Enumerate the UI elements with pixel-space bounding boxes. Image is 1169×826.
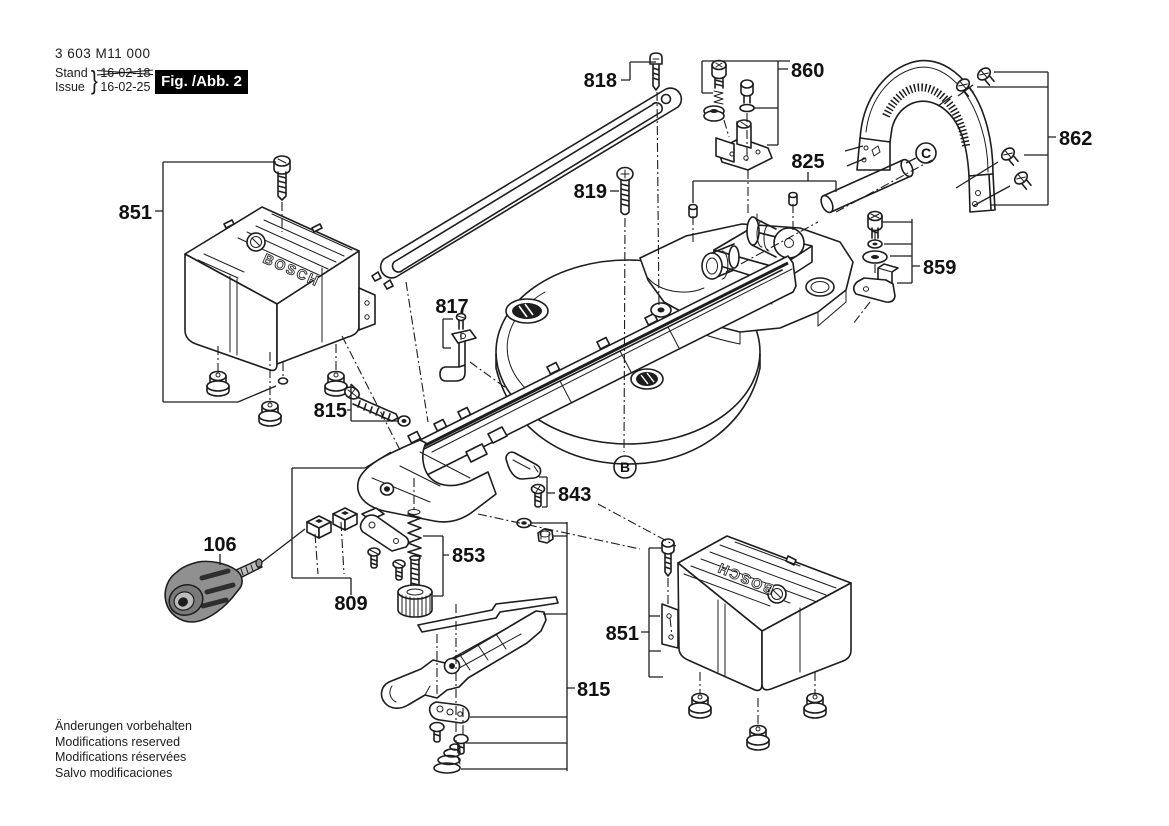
view-label-c: C [915,142,937,164]
guard-screw-3 [1000,147,1019,166]
notice-en: Modifications reserved [55,734,181,749]
callout-815-left: 815 [314,400,347,422]
843-nut [537,528,554,544]
callout-818: 818 [584,70,617,92]
860-spring [713,90,724,105]
rubber-foot [324,370,348,397]
view-label-c-text: C [921,145,931,161]
conical-spring [433,743,461,774]
callout-862: 862 [1059,128,1092,150]
notice-fr: Modifications réservées [55,750,187,764]
callout-labels: 851 818 819 860 862 825 859 817 815 843 … [119,60,1093,701]
strap-bracket [359,507,410,552]
callout-817: 817 [435,296,468,318]
809-screw [367,547,381,569]
issue-label: Issue [55,80,85,94]
notice-de: Änderungen vorbehalten [55,719,192,733]
table-medallion-2 [630,368,664,390]
revision-brace: } [90,65,98,95]
issue-date: 16-02-25 [100,80,151,94]
document-part-number: 3 603 M11 000 [55,46,151,61]
small-washer [277,377,289,385]
leader-lines [155,60,1056,771]
motor-cover-left: BOSCH [184,206,376,372]
859-latch [852,263,899,303]
set-pin-2 [788,191,798,207]
guard-screw-2 [976,67,995,86]
rubber-foot [688,692,712,719]
rubber-foot [258,400,282,427]
callout-853: 853 [452,545,485,567]
cover-left-feet [206,370,348,427]
flat-bar [417,596,559,633]
plate-screw [453,733,469,755]
callout-819: 819 [574,181,607,203]
screw-815-left [344,386,411,427]
callout-815-bottom: 815 [577,679,610,701]
revision-block: Stand Issue } 16-02-18 16-02-25 [55,65,154,95]
rubber-foot [206,370,230,397]
slide-group-815 [380,596,559,774]
callout-106: 106 [203,534,236,556]
pivot-group-860 [703,59,773,171]
stand-label: Stand [55,66,88,80]
guard-screw-4 [1013,171,1032,190]
square-nut [332,507,358,531]
oval-plate [428,701,470,724]
knob-106 [164,558,263,623]
callout-825: 825 [791,151,824,173]
callout-860: 860 [791,60,824,82]
set-pin-1 [688,203,698,219]
reservation-notice: Änderungen vorbehalten Modifications res… [55,719,192,781]
knurled-knob [397,584,433,618]
cover-right-feet [688,692,827,751]
screw-818 [649,52,663,91]
plate-screw [429,721,445,743]
cover-left-screw [273,155,291,201]
stand-date: 16-02-18 [97,66,154,80]
860-pivot-bracket [715,119,773,171]
callout-859: 859 [923,257,956,279]
table-medallion-1 [505,298,549,324]
860-screw-2 [740,79,754,104]
latch-group-859 [852,210,899,303]
860-grommet [703,105,725,122]
860-washer [739,103,755,113]
spring-knob-853 [397,509,433,618]
screw-819 [616,166,634,216]
square-nut [306,515,332,539]
slotted-clamp-arm [371,87,683,290]
callout-851-right: 851 [606,623,639,645]
hook-bracket-817 [439,312,477,382]
859-screw [867,210,883,239]
rubber-foot [746,724,770,751]
843-screw [530,483,546,508]
cover-right-screw [661,538,675,577]
860-screw-1 [711,59,727,89]
blade-guard-862 [844,59,1032,213]
rubber-foot [803,692,827,719]
callout-809: 809 [334,593,367,615]
figure-label-box: Fig. /Abb. 2 [155,70,248,94]
callout-851-left: 851 [119,202,152,224]
clip-843 [505,451,554,544]
slide-arm [380,610,547,709]
notice-es: Salvo modificaciones [55,765,173,780]
809-screw [392,559,406,581]
callout-843: 843 [558,484,591,506]
fence-rail [357,255,797,523]
view-label-b: B [613,455,637,479]
nut-group-809 [306,507,410,581]
motor-cover-right: BOSCH [661,535,852,751]
center-lines [217,91,933,742]
view-label-b-text: B [620,459,630,475]
